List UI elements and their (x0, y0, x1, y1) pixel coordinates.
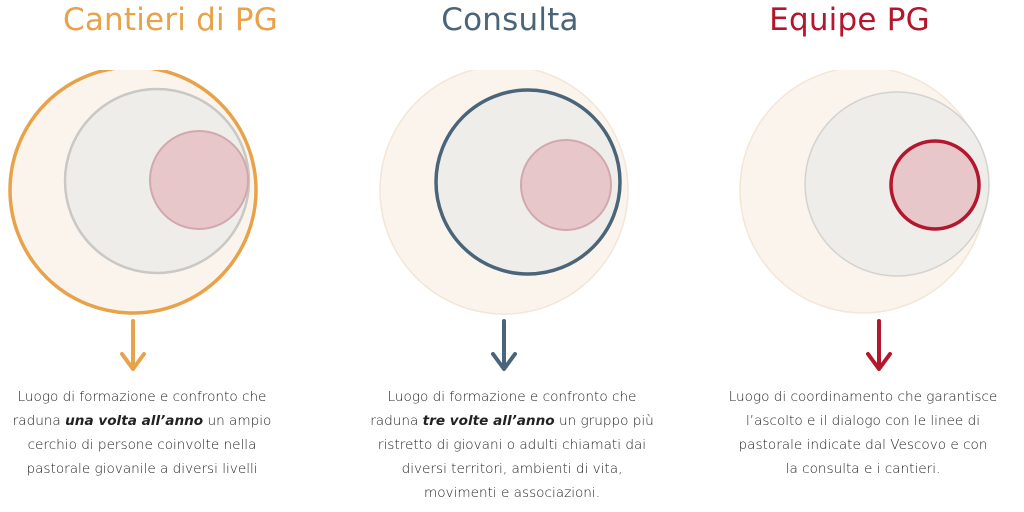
panel-title: Equipe PG (769, 2, 930, 38)
panel-title: Consulta (441, 2, 579, 38)
panel-cantieri: Cantieri di PG Luogo di formazione e con… (0, 0, 341, 512)
down-arrow-icon (866, 319, 892, 371)
down-arrow-icon (120, 319, 146, 371)
frequency-emphasis: una volta all’anno (65, 413, 204, 429)
description-line: pastorale giovanile a diversi livelli (26, 461, 258, 477)
frequency-emphasis: tre volte all’anno (422, 413, 555, 429)
inner-circle (149, 130, 249, 230)
down-arrow-icon (491, 319, 517, 371)
panel-consulta: Consulta Luogo di formazione e confronto… (341, 0, 683, 512)
panel-description: Luogo di coordinamento che garantisce l’… (703, 385, 1023, 481)
description-line: movimenti e associazioni. (423, 485, 601, 501)
panel-description: Luogo di formazione e confronto che radu… (341, 385, 683, 505)
description-line: Luogo di formazione e confronto che (17, 389, 267, 405)
description-line: ristretto di giovani o adulti chiamati d… (377, 437, 647, 453)
description-line: raduna tre volte all’anno un gruppo più (370, 413, 654, 429)
description-line: pastorale indicate dal Vescovo e con (738, 437, 988, 453)
description-line: l’ascolto e il dialogo con le linee di (745, 413, 981, 429)
panel-equipe: Equipe PG Luogo di coordinamento che gar… (683, 0, 1024, 512)
description-line: Luogo di coordinamento che garantisce (728, 389, 998, 405)
description-line: la consulta e i cantieri. (785, 461, 941, 477)
description-line: raduna una volta all’anno un ampio (12, 413, 272, 429)
panel-description: Luogo di formazione e confronto che radu… (0, 385, 284, 481)
concentric-circles-diagram (739, 70, 990, 314)
inner-circle (889, 139, 981, 231)
concentric-circles-diagram (379, 70, 629, 315)
description-line: cerchio di persone coinvolte nella (27, 437, 257, 453)
description-line: Luogo di formazione e confronto che (387, 389, 637, 405)
inner-circle (520, 139, 612, 231)
panel-title: Cantieri di PG (62, 2, 278, 38)
concentric-circles-diagram (8, 70, 258, 315)
description-line: diversi territori, ambienti di vita, (401, 461, 623, 477)
